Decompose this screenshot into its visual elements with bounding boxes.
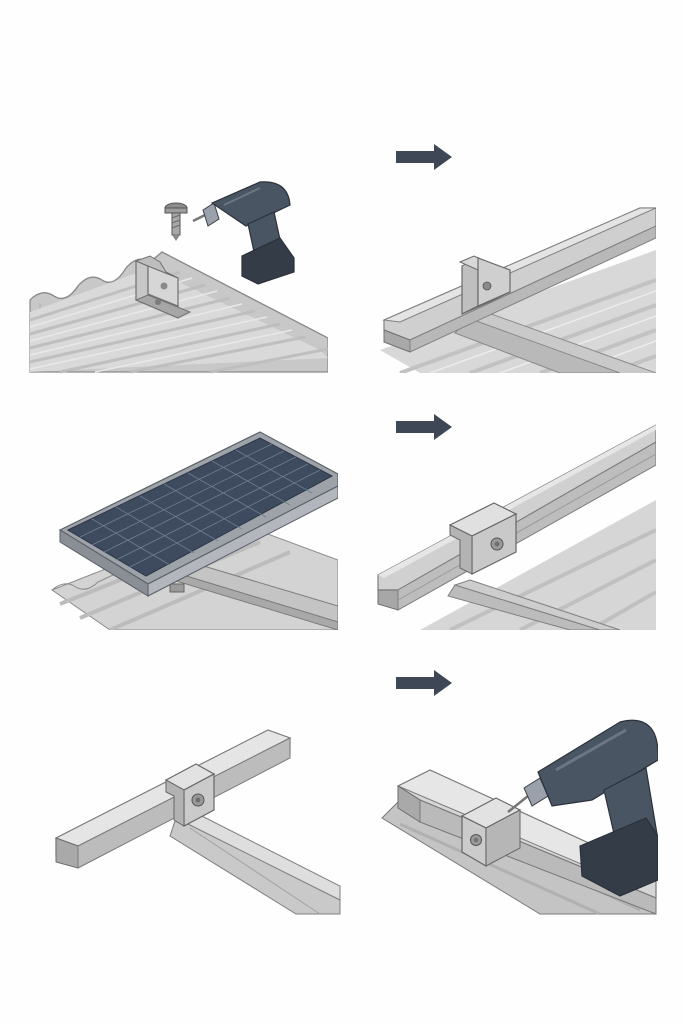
arrow-right-icon <box>396 144 452 170</box>
clamp-icon <box>448 502 518 575</box>
step-5-scene <box>54 729 341 915</box>
screw-icon <box>164 202 188 241</box>
step-1-scene <box>29 181 328 374</box>
step-2-scene <box>380 207 656 373</box>
arrow-right-icon <box>396 414 452 440</box>
arrow-right-icon <box>396 670 452 696</box>
solar-panel-icon <box>58 431 338 597</box>
step-4-scene <box>377 424 656 630</box>
step-6-scene <box>381 719 658 915</box>
step-3-scene <box>50 431 338 630</box>
drill-icon <box>192 181 295 285</box>
l-bracket-icon <box>134 255 192 319</box>
clamp-icon <box>164 763 216 827</box>
clamp-icon <box>460 797 522 868</box>
drill-icon <box>507 719 658 897</box>
l-bracket-icon <box>458 255 511 315</box>
